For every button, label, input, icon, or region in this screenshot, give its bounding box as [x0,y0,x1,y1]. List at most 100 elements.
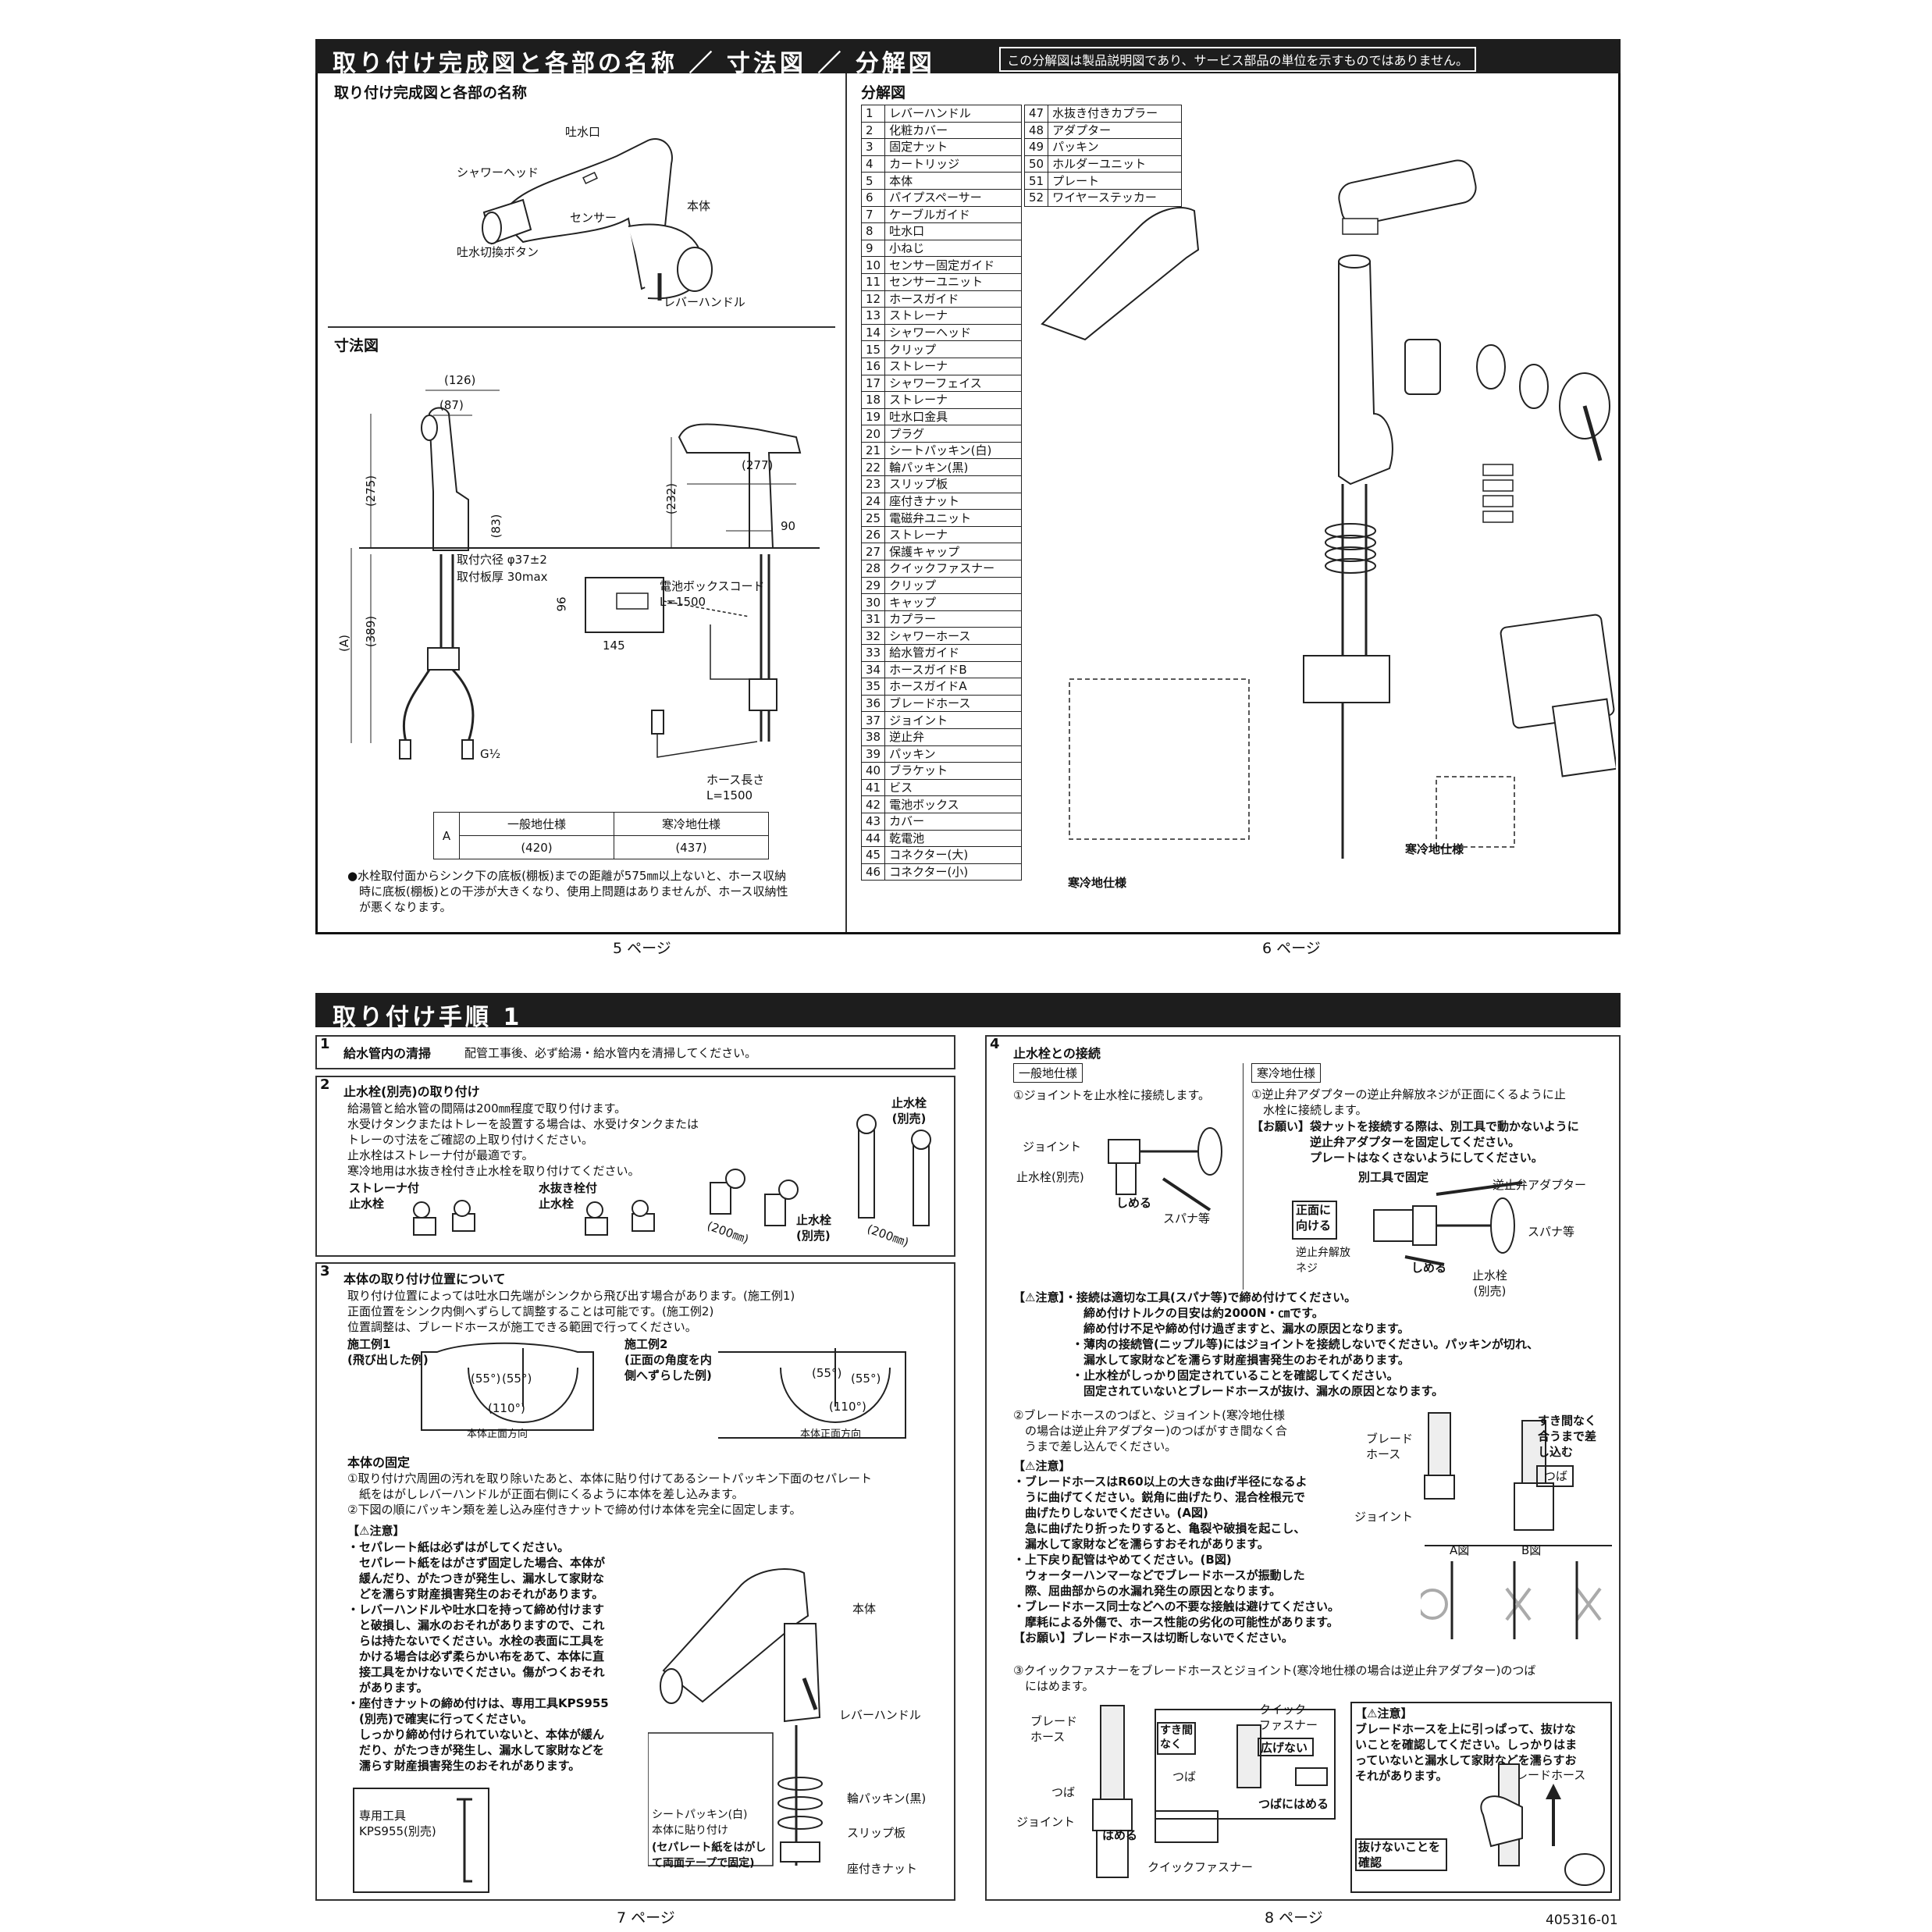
part-name: 小ねじ [884,239,1022,258]
part-number: 23 [860,475,886,493]
label-insert: はめる [1102,1828,1138,1842]
part-number: 27 [860,543,886,561]
part-number: 6 [860,188,886,207]
stopcock-illustrations [413,1114,931,1236]
label-spanner-2: スパナ等 [1528,1225,1575,1239]
bottom-title-bar: 取り付け手順 1 [315,993,1621,1031]
label-front-face: 正面に 向ける [1296,1203,1332,1233]
pull-check-illustration [1480,1763,1605,1886]
section-divider [328,326,835,328]
part-number: 31 [860,610,886,628]
part-name: コネクター(大) [884,846,1022,864]
example-2-label: 施工例2 (正面の角度を内 側へずらした例) [624,1337,712,1382]
dim-g: G½ [480,747,501,761]
part-name: カバー [884,812,1022,831]
dim-A: (A) [336,635,351,652]
part-number: 44 [860,829,886,848]
label-no-gap: すき間なく 合うまで差 し込む [1538,1414,1597,1459]
part-number: 51 [1023,172,1049,190]
part-number: 49 [1023,138,1049,156]
part-number: 26 [860,525,886,544]
caution-3-box [1350,1702,1612,1893]
dim-126: (126) [444,373,476,387]
step-4-caution-3: 【⚠注意】 ブレードホースを上に引っぱって、抜けな いことを確認してください。し… [1355,1706,1578,1783]
part-name: ジョイント [884,711,1022,729]
part-number: 22 [860,458,886,477]
no-gap-tag [1157,1722,1196,1755]
label-other-tool: 別工具で固定 [1358,1170,1429,1184]
part-number: 5 [860,172,886,190]
part-name: 吐水口 [884,222,1022,240]
fix-label-body: 本体 [852,1602,877,1616]
part-number: 28 [860,560,886,578]
part-number: 33 [860,644,886,662]
table-value-general: (420) [459,835,614,859]
cold-spec-tag: 寒冷地仕様 [1251,1063,1322,1083]
battery-cord-length: L=1500 [660,595,706,609]
part-number: 29 [860,576,886,595]
cold-connection-illustration [1373,1181,1523,1266]
label-body: 本体 [687,199,711,213]
hose-length: L=1500 [706,788,753,802]
part-name: 水抜き付きカプラー [1048,105,1182,123]
part-number: 1 [860,105,886,123]
part-name: ホルダーユニット [1048,155,1182,173]
part-number: 37 [860,711,886,729]
part-number: 4 [860,155,886,173]
part-name: キャップ [884,593,1022,611]
part-number: 50 [1023,155,1049,173]
part-name: 給水管ガイド [884,644,1022,662]
front-face-tag [1292,1201,1337,1240]
part-name: ワイヤーステッカー [1048,188,1182,207]
label-braid-hose-5: ブレードホース [1504,1768,1586,1782]
cold-request: 【お願い】袋ナットを接続する際は、別工具で動かないように 逆止弁アダプターを固定… [1251,1119,1579,1165]
step-4-title: 止水栓との接続 [1013,1046,1101,1061]
part-name: ホースガイドA [884,678,1022,696]
table-col-general: 一般地仕様 [459,812,614,836]
general-spec-tag: 一般地仕様 [1013,1063,1083,1083]
label-stopcock: 止水栓(別売) [1016,1170,1084,1184]
part-number: 25 [860,509,886,527]
angle-55-a: (55°) [471,1372,501,1386]
part-name: ホースガイドB [884,660,1022,679]
label-check-adapter: 逆止弁アダプター [1493,1178,1587,1192]
step-3-number: 3 [320,1263,330,1279]
part-number: 11 [860,272,886,291]
label-braid-hose-3: ブレード ホース [1030,1714,1078,1744]
step-1-text: 配管工事後、必ず給湯・給水管内を清掃してください。 [464,1046,757,1060]
step-2-number: 2 [320,1076,330,1093]
part-number: 48 [1023,121,1049,140]
part-number: 34 [860,660,886,679]
part-number: 42 [860,795,886,813]
cold-step-1: ①逆止弁アダプターの逆止弁解放ネジが正面にくるように止 水栓に接続します。 [1251,1087,1566,1117]
step-1-box [315,1035,955,1069]
part-number: 12 [860,290,886,308]
label-spout: 吐水口 [565,125,601,139]
assembly-heading: 取り付け完成図と各部の名称 [334,84,528,101]
exploded-view-drawing [1041,159,1616,859]
part-number: 18 [860,391,886,409]
part-number: 16 [860,357,886,375]
dim-87: (87) [439,398,464,412]
tool-illustration [457,1798,472,1883]
label-quick-fastener-2: クイック ファスナー [1259,1703,1318,1732]
part-name: 吐水口金具 [884,407,1022,426]
part-number: 3 [860,138,886,156]
part-name: プレート [1048,172,1182,190]
body-fix-illustration [648,1568,823,1866]
body-front-direction-b: 本体正面方向 [800,1429,862,1440]
part-name: クイックファスナー [884,560,1022,578]
